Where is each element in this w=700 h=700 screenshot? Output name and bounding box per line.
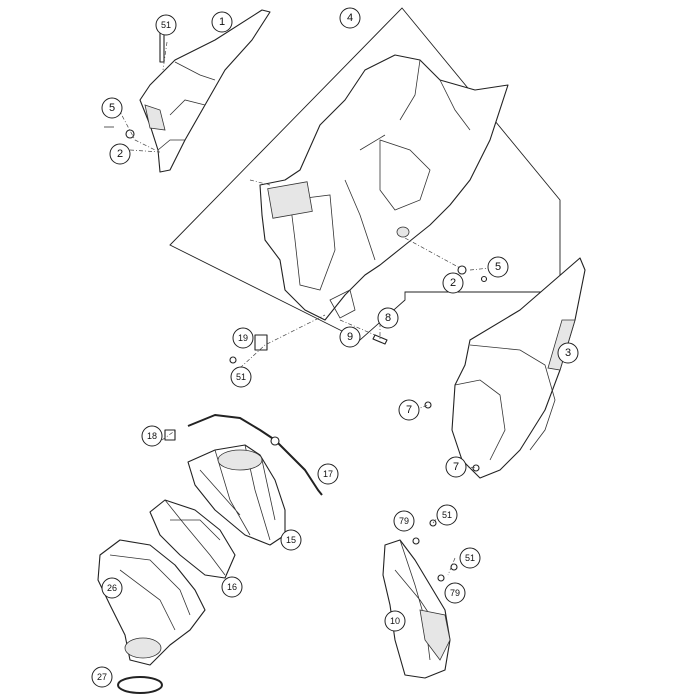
callout-26: 26 [101, 577, 123, 599]
callout-10: 10 [384, 610, 406, 632]
callout-18: 18 [141, 425, 163, 447]
callout-16: 16 [221, 576, 243, 598]
callout-51: 51 [459, 547, 481, 569]
svg-text:79: 79 [399, 516, 409, 526]
svg-text:51: 51 [161, 20, 171, 30]
svg-text:7: 7 [406, 404, 412, 416]
callout-7: 7 [398, 399, 420, 421]
svg-text:5: 5 [495, 261, 501, 273]
part-27-hose-clamp [117, 676, 163, 694]
svg-text:17: 17 [323, 469, 333, 479]
callout-51: 51 [155, 14, 177, 36]
svg-text:4: 4 [347, 12, 353, 24]
callout-19: 19 [232, 327, 254, 349]
callout-9: 9 [339, 326, 361, 348]
svg-text:79: 79 [450, 588, 460, 598]
svg-text:1: 1 [219, 16, 225, 28]
callout-4: 4 [339, 7, 361, 29]
callout-27: 27 [91, 666, 113, 688]
part-3-side-cover [451, 257, 586, 479]
callout-5: 5 [487, 256, 509, 278]
part-16-filter-cage [149, 499, 236, 579]
callout-2: 2 [109, 143, 131, 165]
svg-text:16: 16 [227, 582, 237, 592]
svg-text:51: 51 [465, 553, 475, 563]
svg-text:3: 3 [565, 347, 571, 359]
part-1-front-cover [139, 9, 271, 173]
part-17-bracket-rod [187, 414, 323, 496]
part-10-intake-snorkel [382, 539, 451, 679]
svg-text:26: 26 [107, 583, 117, 593]
svg-text:7: 7 [453, 461, 459, 473]
part-26-intake-boot [97, 539, 206, 666]
callout-1: 1 [211, 11, 233, 33]
callout-8: 8 [377, 307, 399, 329]
svg-text:19: 19 [238, 333, 248, 343]
part-15-air-filter [187, 444, 286, 546]
svg-text:9: 9 [347, 331, 353, 343]
svg-text:51: 51 [236, 372, 246, 382]
svg-text:10: 10 [390, 616, 400, 626]
svg-text:15: 15 [286, 535, 296, 545]
callout-5: 5 [101, 97, 123, 119]
svg-text:18: 18 [147, 431, 157, 441]
callout-51: 51 [230, 366, 252, 388]
airbox-assembly-frame [169, 7, 561, 341]
callout-15: 15 [280, 529, 302, 551]
callout-7: 7 [445, 456, 467, 478]
svg-text:27: 27 [97, 672, 107, 682]
svg-text:2: 2 [117, 148, 123, 160]
callout-labels: 1 51 5 2 4 5 2 3 8 9 19 51 7 7 18 17 15 … [91, 7, 579, 688]
callout-2: 2 [442, 272, 464, 294]
svg-text:8: 8 [385, 312, 391, 324]
callout-51: 51 [436, 504, 458, 526]
callout-79: 79 [444, 582, 466, 604]
callout-17: 17 [317, 463, 339, 485]
svg-text:2: 2 [450, 277, 456, 289]
callout-79: 79 [393, 510, 415, 532]
part-4-airbox [259, 54, 509, 321]
svg-text:5: 5 [109, 102, 115, 114]
svg-text:51: 51 [442, 510, 452, 520]
callout-3: 3 [557, 342, 579, 364]
